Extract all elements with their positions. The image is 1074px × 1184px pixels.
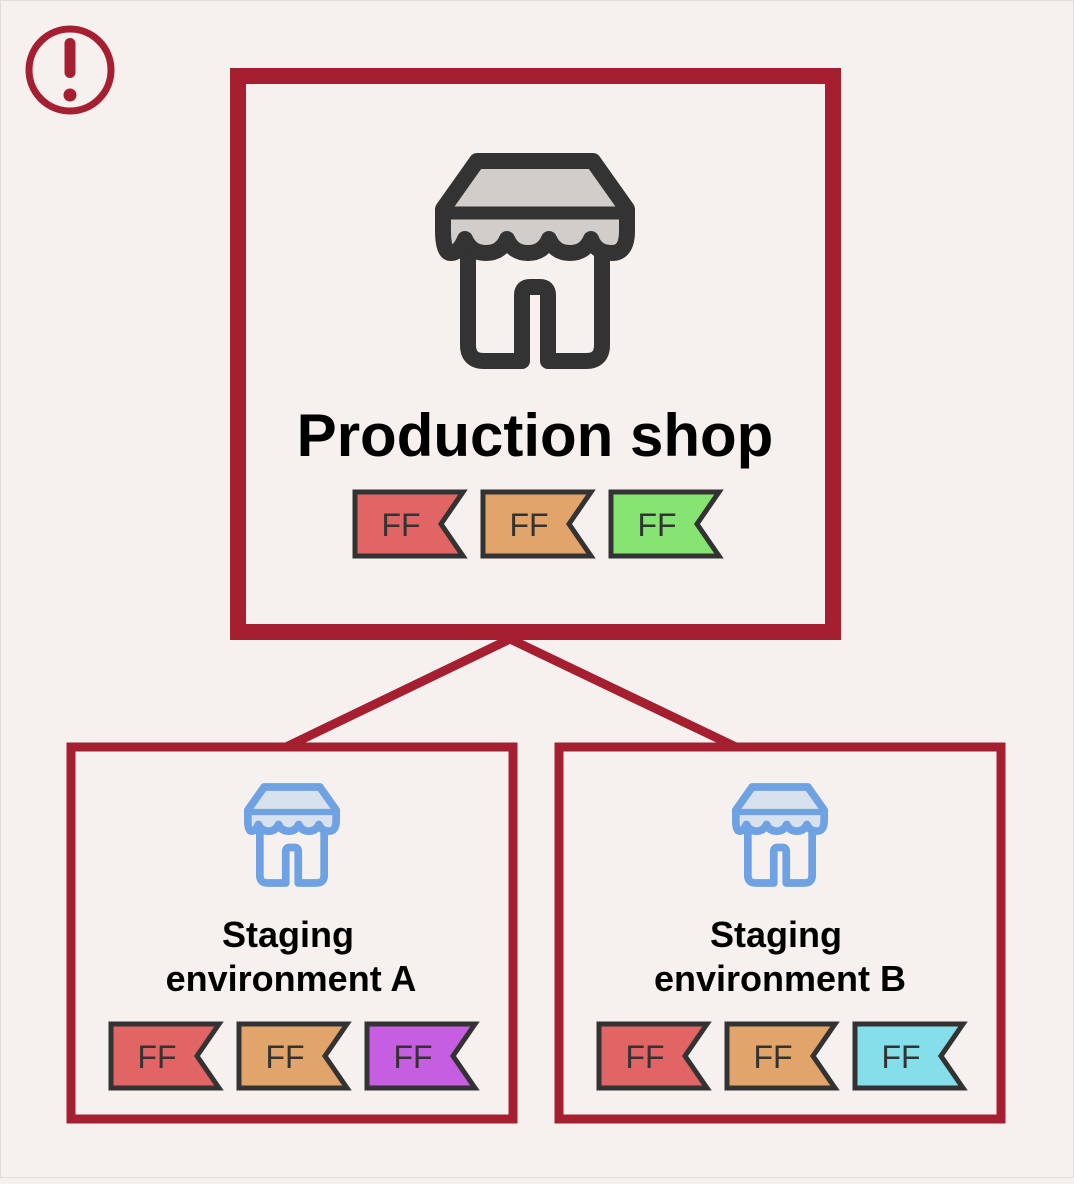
flag-label: FF [393, 1039, 432, 1075]
staging-a-title-line2: environment A [166, 958, 417, 999]
feature-flag-tag: FF [608, 489, 724, 559]
staging-b-title-line2: environment B [654, 958, 906, 999]
flag-label: FF [625, 1039, 664, 1075]
flag-label: FF [509, 507, 548, 543]
exclamation-circle-icon [25, 25, 115, 115]
flag-label: FF [637, 507, 676, 543]
feature-flag-tag: FF [480, 489, 596, 559]
production-title: Production shop [297, 402, 774, 469]
connectors [284, 634, 738, 752]
flag-shape [480, 489, 596, 559]
flag-label: FF [265, 1039, 304, 1075]
flag-shape [236, 1021, 352, 1091]
feature-flag-tag: FF [724, 1021, 840, 1091]
flag-shape [108, 1021, 224, 1091]
staging-b-title-line1: Staging [710, 914, 842, 955]
flag-shape [364, 1021, 480, 1091]
flag-label: FF [137, 1039, 176, 1075]
shop-icon [731, 783, 829, 887]
connector-line-b [508, 634, 738, 752]
feature-flag-tag: FF [852, 1021, 968, 1091]
connector-line-a [284, 634, 512, 752]
flag-label: FF [753, 1039, 792, 1075]
feature-flag-tag: FF [596, 1021, 712, 1091]
flag-shape [608, 489, 724, 559]
production-shop-node: Production shop FF FF FF [230, 68, 841, 640]
flag-shape [852, 1021, 968, 1091]
shop-icon [243, 783, 341, 887]
flag-label: FF [381, 507, 420, 543]
feature-flag-tag: FF [236, 1021, 352, 1091]
flag-shape [352, 489, 468, 559]
staging-environment-b-node: Staging environment B FF FF FF [554, 742, 1006, 1124]
staging-a-title-line1: Staging [222, 914, 354, 955]
feature-flag-tag: FF [108, 1021, 224, 1091]
production-flags: FF FF FF [352, 489, 724, 559]
shop-icon [435, 153, 635, 369]
flag-label: FF [881, 1039, 920, 1075]
feature-flag-tag: FF [364, 1021, 480, 1091]
staging-b-flags: FF FF FF [596, 1021, 968, 1091]
staging-environment-a-node: Staging environment A FF FF FF [66, 742, 518, 1124]
staging-a-flags: FF FF FF [108, 1021, 480, 1091]
feature-flag-tag: FF [352, 489, 468, 559]
flag-shape [724, 1021, 840, 1091]
flag-shape [596, 1021, 712, 1091]
